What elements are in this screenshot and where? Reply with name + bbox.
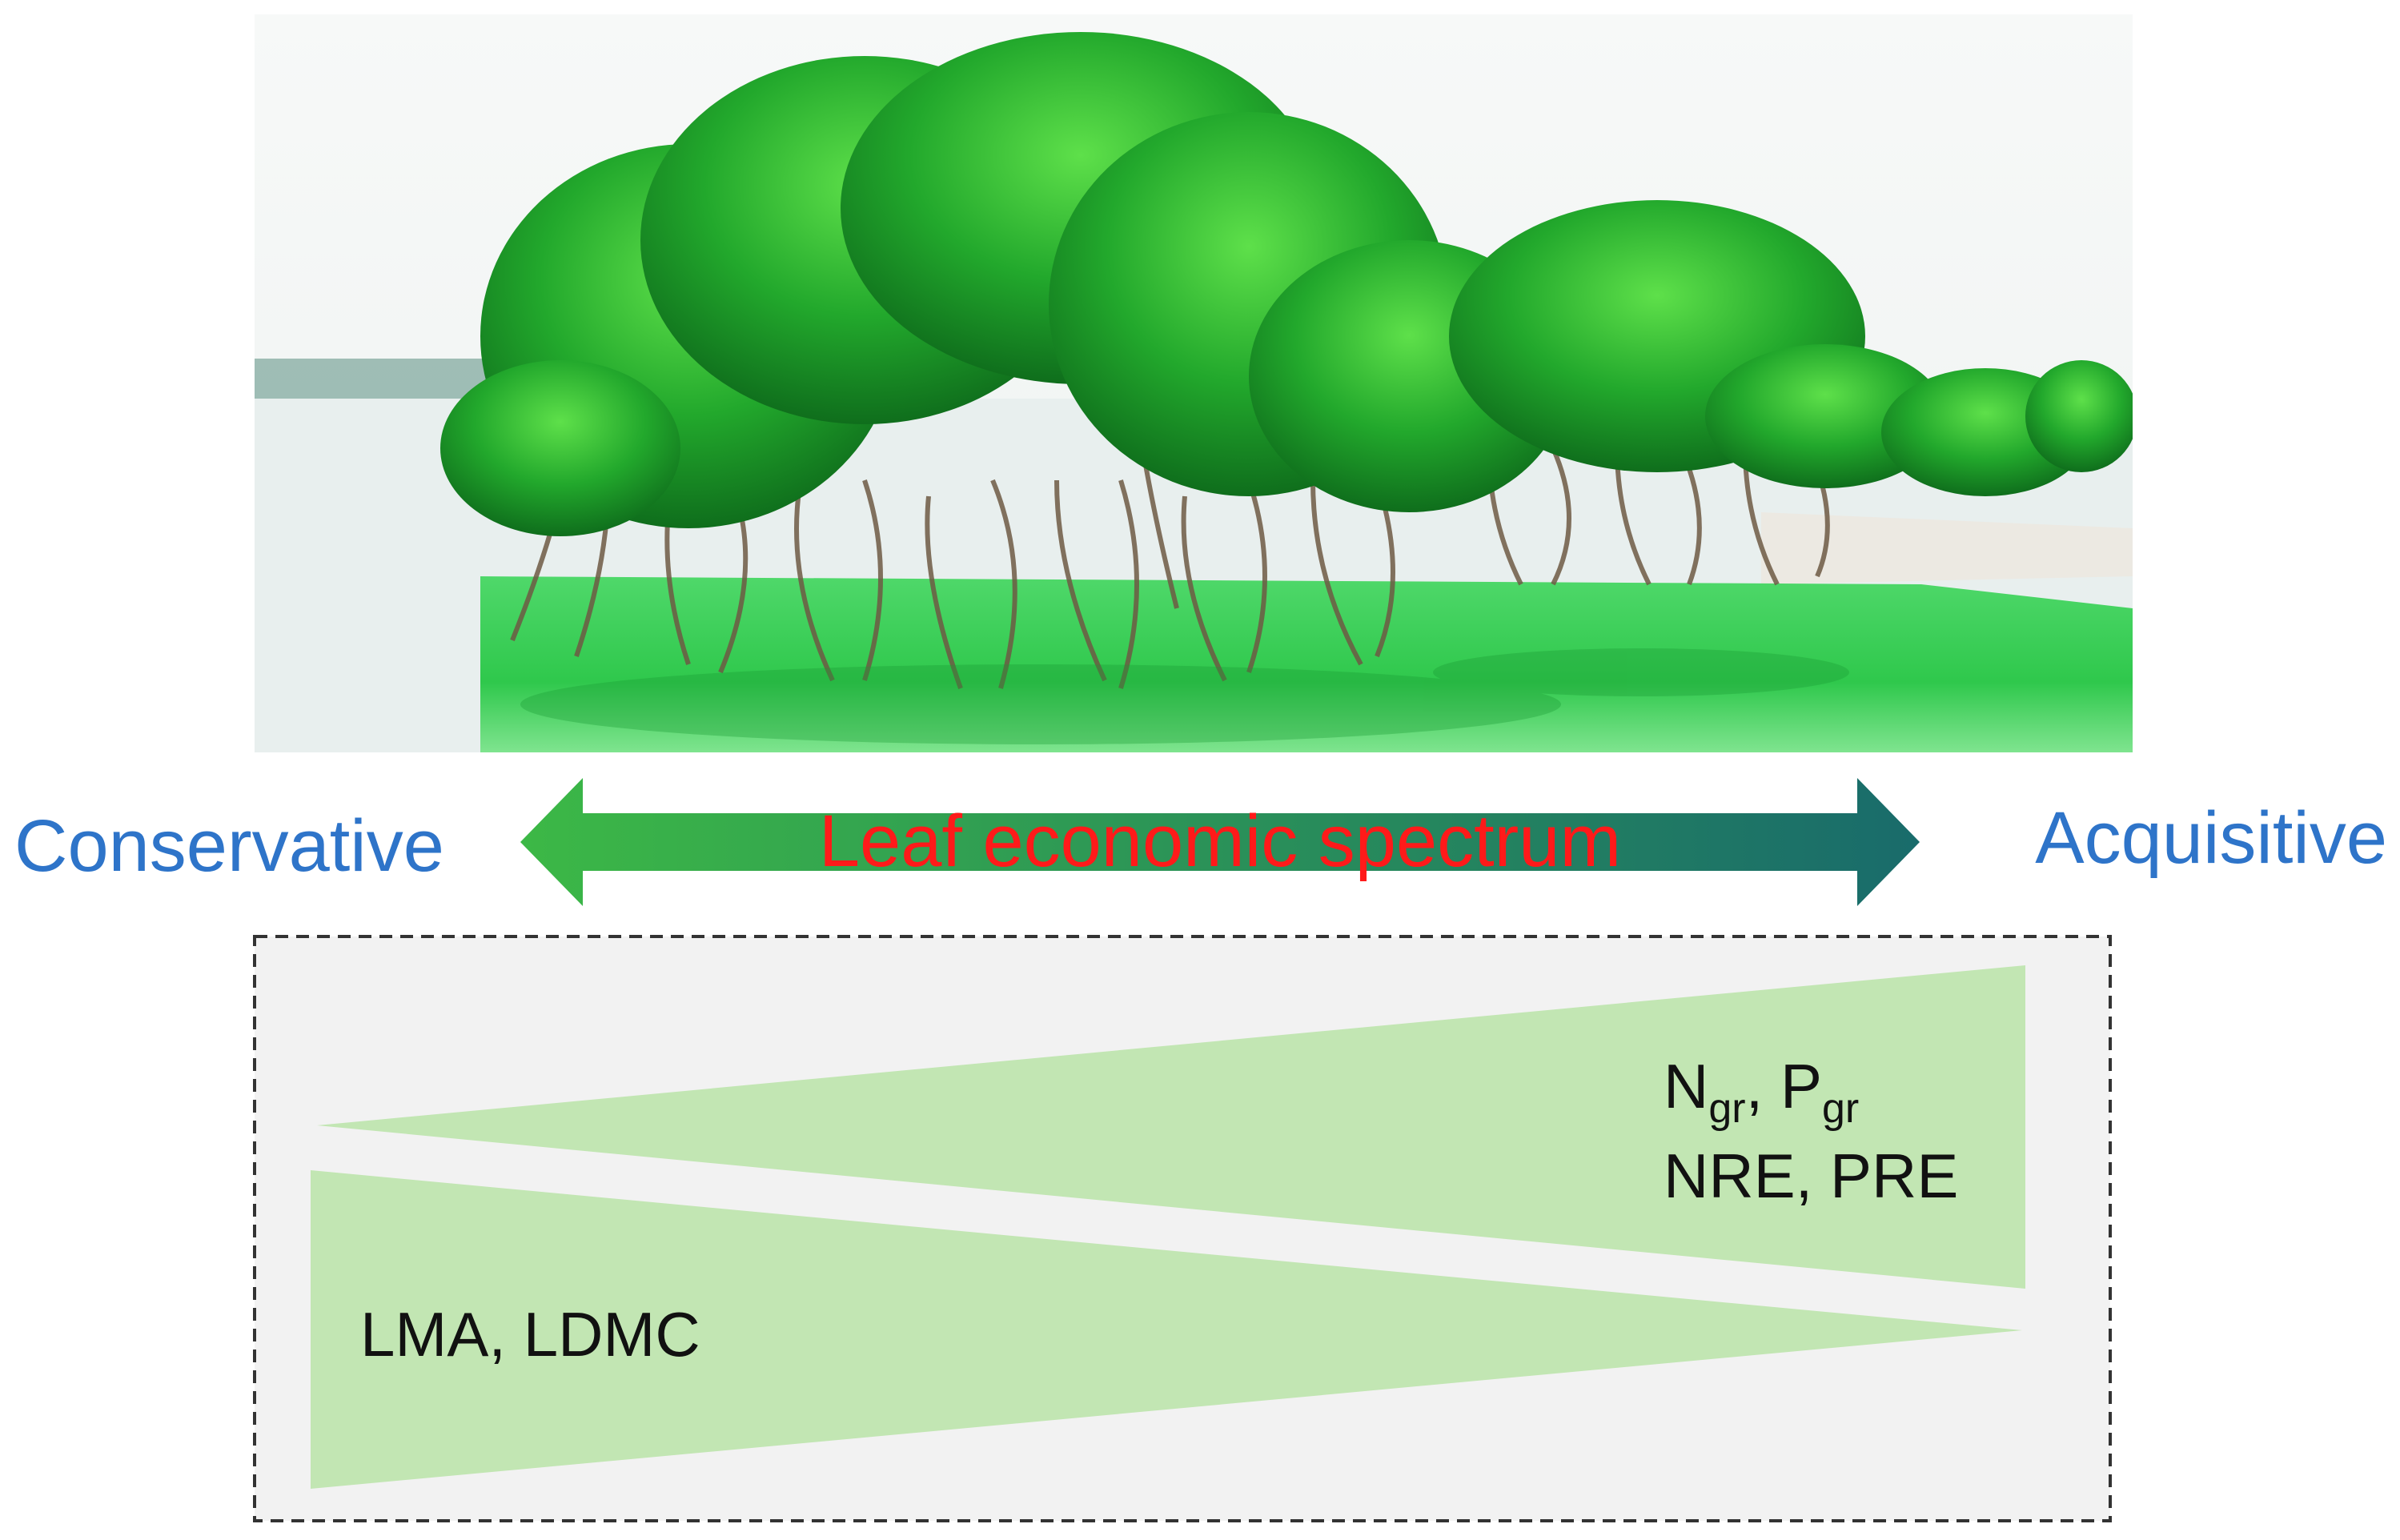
spectrum-title: Leaf economic spectrum — [819, 800, 1621, 882]
decreasing-wedge — [311, 1170, 2022, 1489]
double-headed-arrow — [520, 778, 1920, 906]
lma-ldmc-label: LMA, LDMC — [360, 1299, 700, 1370]
trait-wedge-panel: Ngr, Pgr NRE, PRE LMA, LDMC — [253, 935, 2112, 1522]
increasing-wedge — [317, 965, 2025, 1289]
resorption-efficiency-label: NRE, PRE — [1664, 1141, 1958, 1211]
nitrogen-phosphorus-green-label: Ngr, Pgr — [1664, 1051, 1859, 1132]
mangrove-photo — [255, 14, 2133, 752]
acquisitive-label: Acquisitive — [2035, 797, 2387, 879]
spectrum-arrow — [520, 778, 1920, 906]
conservative-label: Conservative — [14, 805, 444, 887]
